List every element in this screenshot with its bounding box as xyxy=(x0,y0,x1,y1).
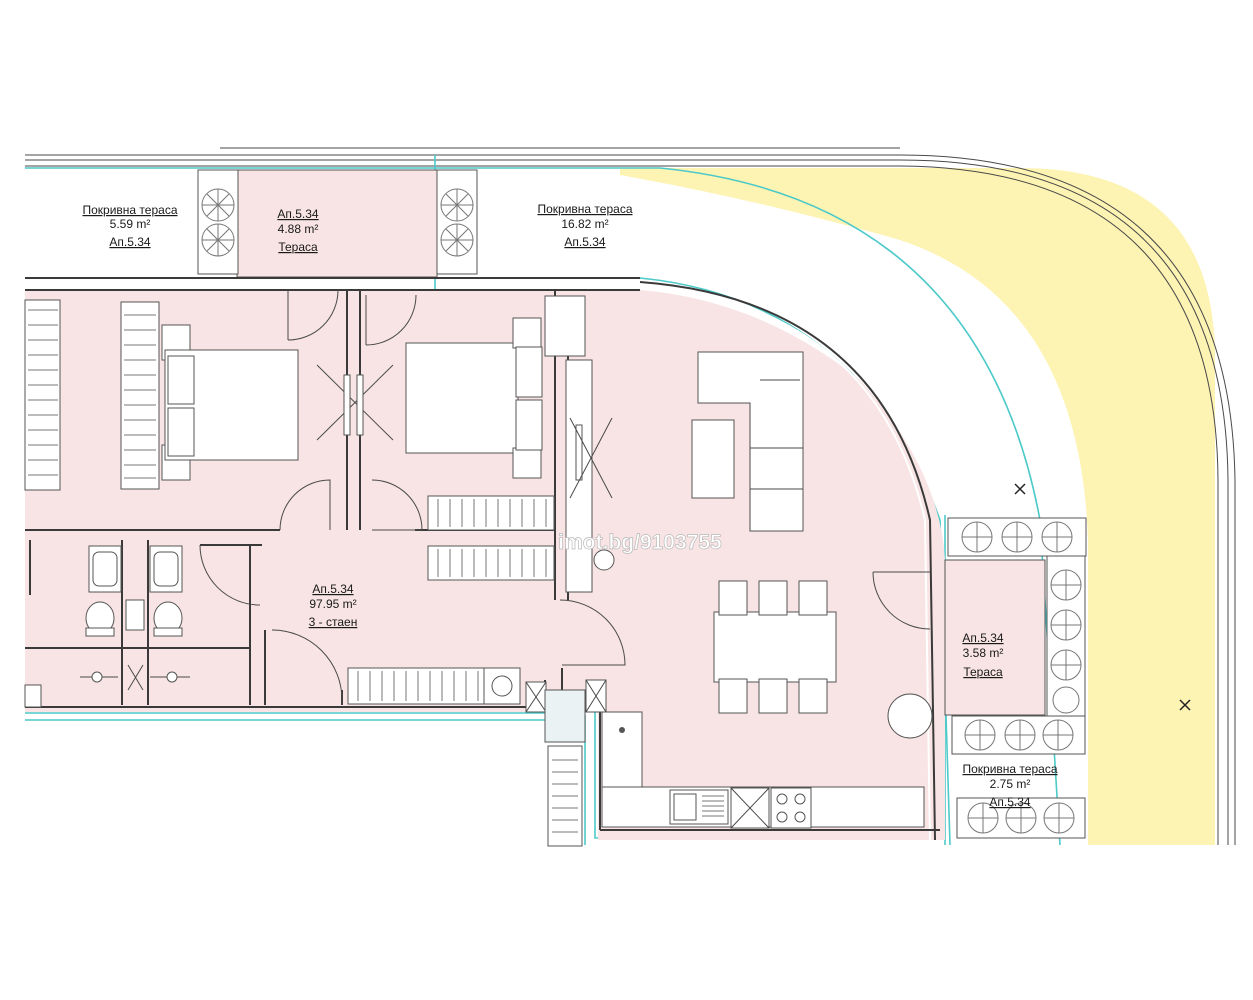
wardrobe-hall-1 xyxy=(427,495,555,531)
kitchen xyxy=(601,711,925,829)
yellow-roof-band xyxy=(620,168,1215,845)
roof-terrace-bottom-title: Покривна тераса xyxy=(963,762,1058,776)
apartment-area: 97.95 m² xyxy=(309,597,356,611)
balcony-door xyxy=(872,571,933,739)
planter-right-vertical xyxy=(1046,555,1086,717)
wardrobe-left-edge xyxy=(24,299,61,491)
roof-terrace-bottom-unit: Ап.5.34 xyxy=(989,795,1031,809)
sofa xyxy=(697,351,804,532)
label-apartment: Ап.5.34 97.95 m² 3 - стаен xyxy=(309,582,358,629)
planter-top-left xyxy=(197,169,239,275)
planter-top-right xyxy=(436,169,478,275)
terrace-right-title: Тераса xyxy=(963,665,1003,679)
label-roof-terrace-left: Покривна тераса 5.59 m² Ап.5.34 xyxy=(83,203,178,249)
label-roof-terrace-center: Покривна тераса 16.82 m² Ап.5.34 xyxy=(538,202,633,249)
apartment-unit: Ап.5.34 xyxy=(312,582,354,596)
wardrobe-bedroom-1 xyxy=(120,301,160,490)
door-bedroom-2 xyxy=(365,294,417,346)
label-roof-terrace-bottom: Покривна тераса 2.75 m² Ап.5.34 xyxy=(963,762,1058,809)
terrace-right-area: 3.58 m² xyxy=(963,646,1004,660)
planter-right-top xyxy=(947,517,1087,557)
planter-lower-left xyxy=(547,745,583,847)
planter-right-middle xyxy=(951,715,1086,755)
roof-terrace-center-title: Покривна тераса xyxy=(538,202,633,216)
dining-set xyxy=(713,580,837,714)
terrace-top-title: Тераса xyxy=(278,240,318,254)
roof-terrace-left-title: Покривна тераса xyxy=(83,203,178,217)
label-terrace-top: Ап.5.34 4.88 m² Тераса xyxy=(277,207,319,254)
terrace-top-area: 4.88 m² xyxy=(278,222,319,236)
x-markers xyxy=(1014,483,1191,711)
terrace-right-unit: Ап.5.34 xyxy=(962,631,1004,645)
shaft-entry xyxy=(525,679,607,743)
terrace-top-unit: Ап.5.34 xyxy=(277,207,319,221)
watermark: imot.bg/9103755 xyxy=(558,531,722,554)
terrace-top-area xyxy=(236,169,438,278)
wardrobe-column xyxy=(544,295,613,593)
bed-1 xyxy=(161,324,299,481)
planter-right-bottom xyxy=(956,797,1086,839)
roof-terrace-center-unit: Ап.5.34 xyxy=(564,235,606,249)
apartment-rooms: 3 - стаен xyxy=(309,615,358,629)
sliding-door-1 xyxy=(316,364,394,441)
coffee-table xyxy=(691,419,735,499)
label-terrace-right: Ап.5.34 3.58 m² Тераса xyxy=(962,631,1004,679)
roof-terrace-bottom-area: 2.75 m² xyxy=(990,777,1031,791)
door-bedroom-1 xyxy=(287,289,339,341)
bathroom-fixtures xyxy=(24,545,190,708)
outer-railing xyxy=(25,147,1236,845)
roof-terrace-center-area: 16.82 m² xyxy=(561,217,608,231)
shoe-cabinet xyxy=(347,667,521,705)
roof-terrace-left-area: 5.59 m² xyxy=(110,217,151,231)
roof-terrace-left-unit: Ап.5.34 xyxy=(109,235,151,249)
hall-doors xyxy=(199,479,626,705)
bed-2 xyxy=(405,317,543,479)
wardrobe-hall-2 xyxy=(427,545,555,581)
exterior-walls xyxy=(25,277,940,841)
terrace-right-area xyxy=(944,559,1046,716)
